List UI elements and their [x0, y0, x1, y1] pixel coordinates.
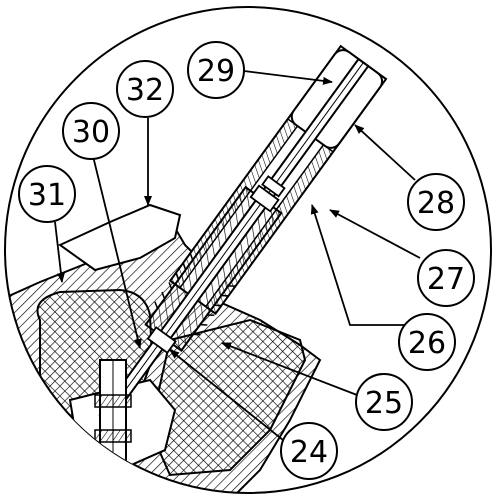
vertical-shaft — [94, 359, 132, 493]
callout-27: 27 — [417, 249, 475, 307]
leader-lines — [54, 70, 421, 441]
callout-label: 25 — [365, 386, 403, 421]
upper-boss — [58, 203, 182, 272]
callout-24: 24 — [280, 422, 338, 480]
detail-boundary-circle — [4, 6, 492, 494]
tube-assembly — [98, 44, 388, 424]
thread-teeth — [154, 252, 236, 336]
callout-label: 32 — [126, 73, 164, 108]
callout-26: 26 — [398, 313, 456, 371]
callout-label: 26 — [408, 326, 446, 361]
callout-label: 24 — [290, 435, 328, 470]
callout-31: 31 — [18, 165, 76, 223]
callout-label: 31 — [28, 178, 66, 213]
callout-25: 25 — [355, 373, 413, 431]
seal-27 — [261, 175, 286, 198]
callout-32: 32 — [116, 60, 174, 118]
callout-label: 27 — [427, 262, 465, 297]
bushing-24 — [146, 326, 177, 355]
callout-label: 29 — [197, 54, 235, 89]
callout-30: 30 — [62, 102, 120, 160]
callout-label: 30 — [72, 115, 110, 150]
callout-label: 28 — [417, 186, 455, 221]
callout-29: 29 — [187, 41, 245, 99]
callout-28: 28 — [407, 173, 465, 231]
bushing-26 — [249, 184, 280, 213]
